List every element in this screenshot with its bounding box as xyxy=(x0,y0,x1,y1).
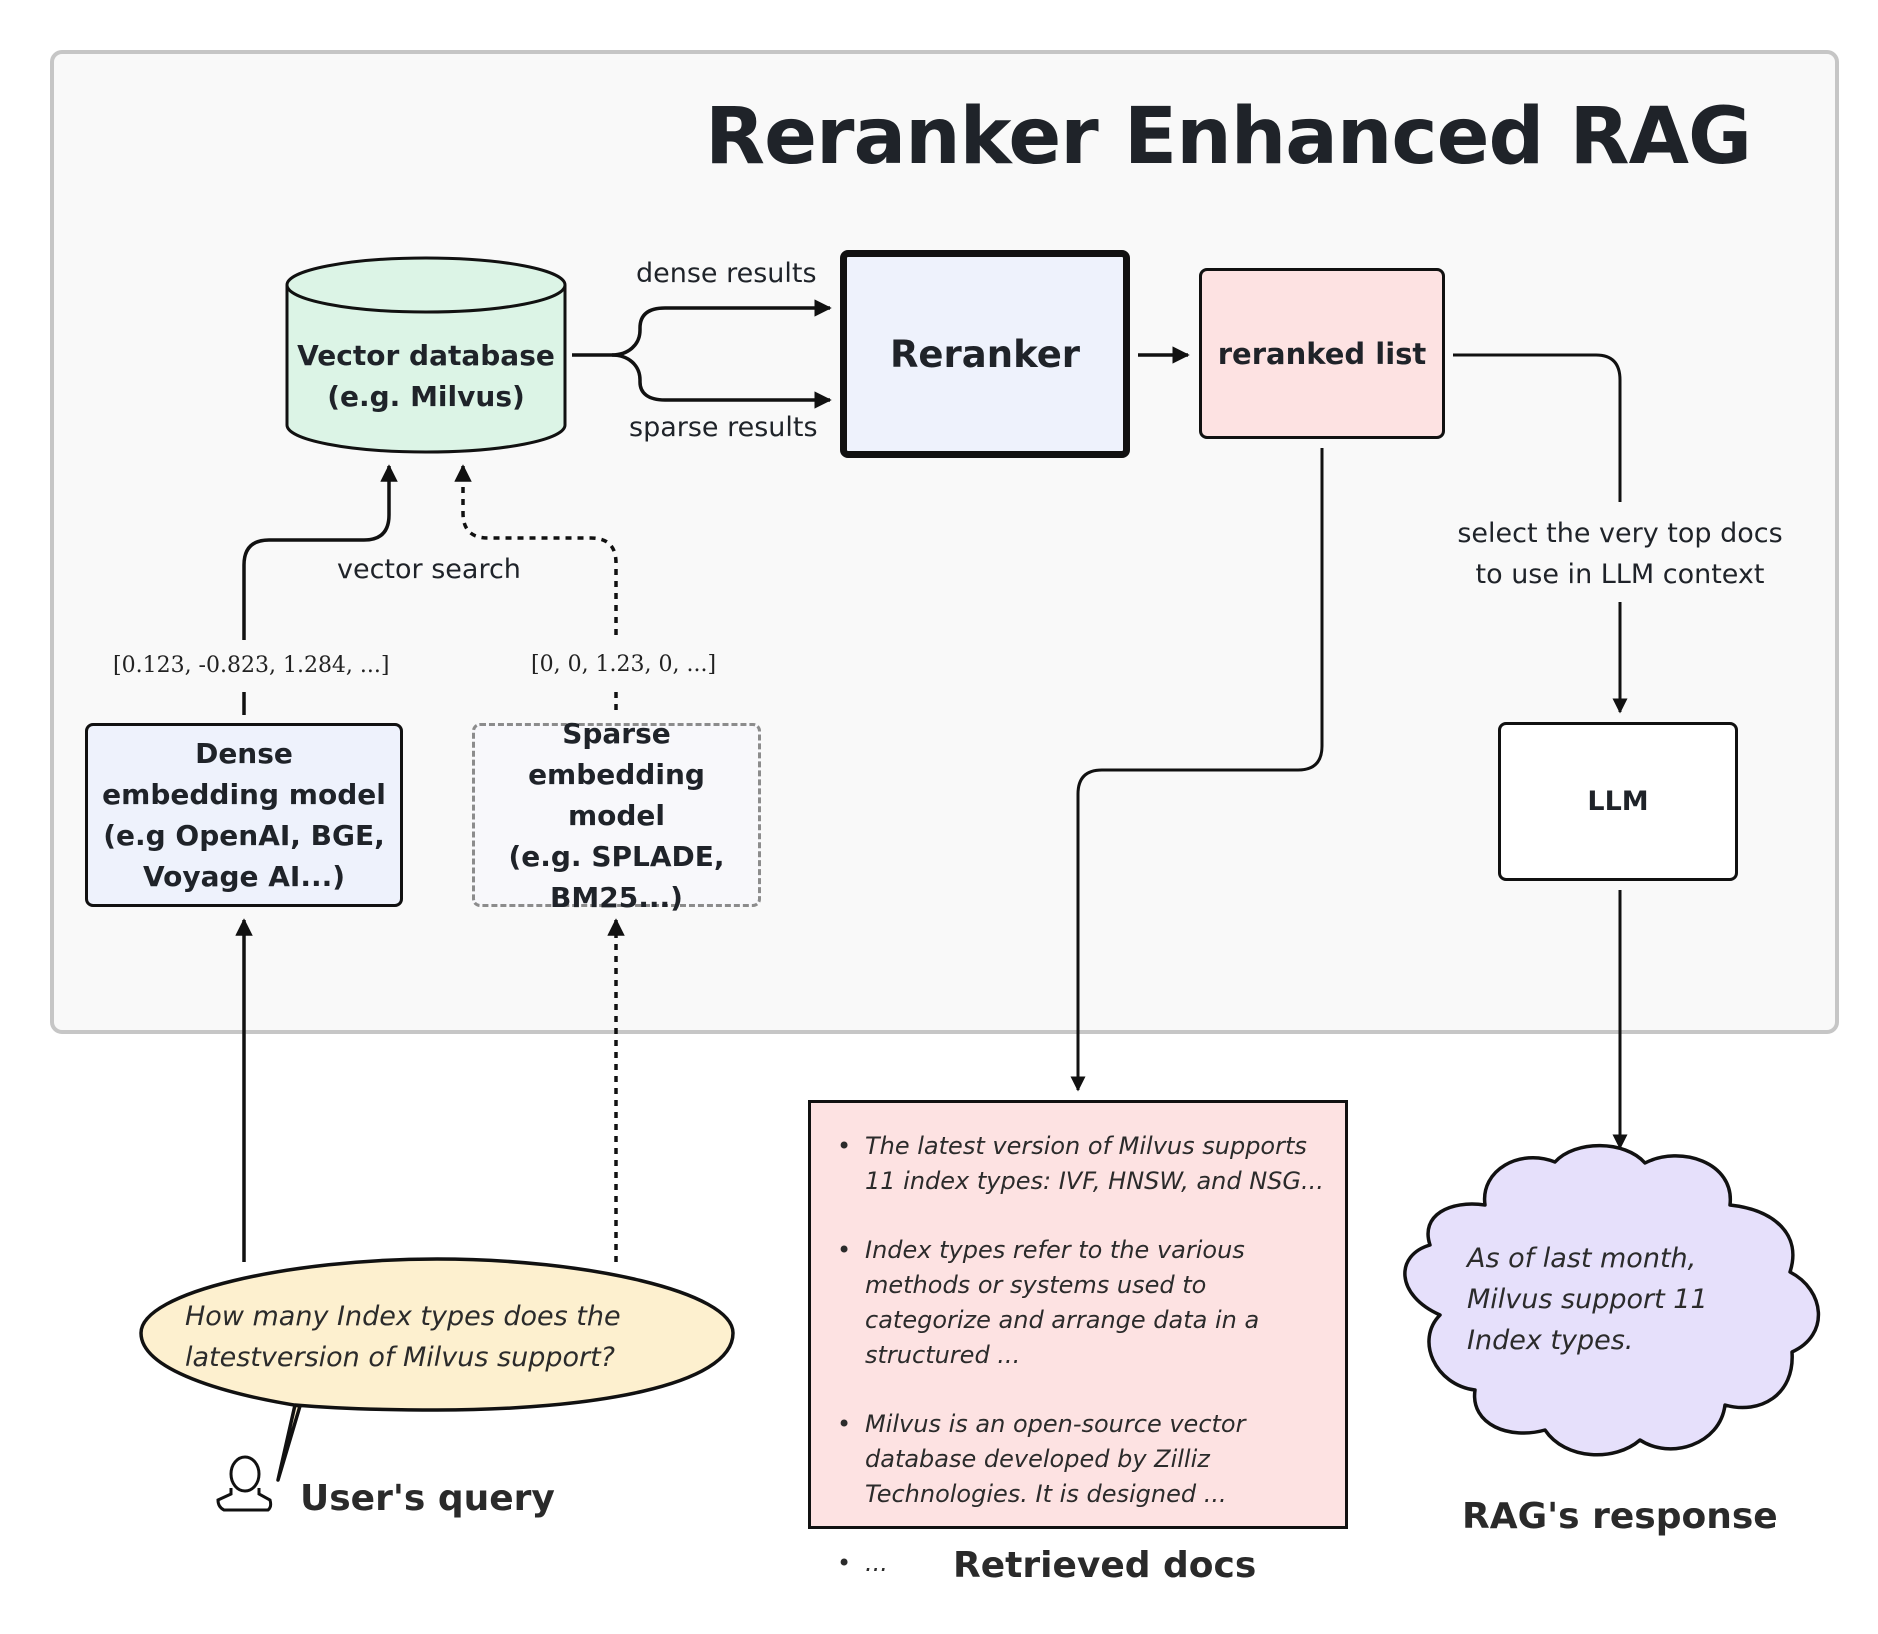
sparse-embedding-model-label: Sparse embedding model (e.g. SPLADE, BM2… xyxy=(508,716,725,914)
dense-results-label: dense results xyxy=(636,258,817,289)
rag-response-caption: RAG's response xyxy=(1462,1496,1778,1537)
retrieved-doc-item: Milvus is an open-source vector database… xyxy=(837,1407,1327,1512)
vector-search-label: vector search xyxy=(337,554,521,585)
retrieved-docs-list: The latest version of Milvus supports 11… xyxy=(837,1129,1327,1581)
list-to-docs-arrow xyxy=(1070,448,1324,1092)
llm-box: LLM xyxy=(1498,722,1738,881)
dense-vector-example: [0.123, -0.823, 1.284, ...] xyxy=(113,653,390,678)
vector-database-cylinder xyxy=(285,256,567,454)
dense-embedding-model-box: Dense embedding model (e.g OpenAI, BGE, … xyxy=(85,723,403,907)
sparse-results-label: sparse results xyxy=(629,412,818,443)
sparse-to-db-line xyxy=(454,464,618,635)
user-icon xyxy=(216,1455,273,1512)
response-cloud xyxy=(1403,1143,1821,1457)
user-query-text: How many Index types does the latestvers… xyxy=(185,1301,621,1373)
retrieved-doc-item: Index types refer to the various methods… xyxy=(837,1233,1327,1373)
list-to-llm-line xyxy=(1453,353,1622,502)
reranked-list-label: reranked list xyxy=(1217,336,1427,371)
dense-embedding-model-label: Dense embedding model (e.g OpenAI, BGE, … xyxy=(102,737,386,893)
sparse-embedding-model-box: Sparse embedding model (e.g. SPLADE, BM2… xyxy=(472,717,761,914)
db-to-reranker-arrows xyxy=(572,299,832,409)
retrieved-doc-item: ... xyxy=(837,1546,1327,1581)
reranker-label: Reranker xyxy=(889,332,1081,376)
query-speech-bubble xyxy=(139,1257,735,1482)
diagram-title: Reranker Enhanced RAG xyxy=(705,92,1752,182)
vector-database-label: Vector database (e.g. Milvus) xyxy=(297,339,555,413)
reranked-list-box: reranked list xyxy=(1199,268,1445,439)
retrieved-doc-item: The latest version of Milvus supports 11… xyxy=(837,1129,1327,1199)
user-query-caption: User's query xyxy=(300,1478,555,1519)
retrieved-docs-box: The latest version of Milvus supports 11… xyxy=(808,1100,1348,1581)
sparse-vector-example: [0, 0, 1.23, 0, ...] xyxy=(531,652,717,677)
dense-to-db-line xyxy=(242,464,398,640)
llm-label: LLM xyxy=(1587,786,1649,817)
rag-response-text: As of last month, Milvus support 11 Inde… xyxy=(1467,1243,1708,1356)
reranker-box: Reranker xyxy=(840,250,1130,458)
select-top-docs-label: select the very top docs to use in LLM c… xyxy=(1445,513,1795,595)
retrieved-docs-caption: Retrieved docs xyxy=(953,1545,1257,1586)
